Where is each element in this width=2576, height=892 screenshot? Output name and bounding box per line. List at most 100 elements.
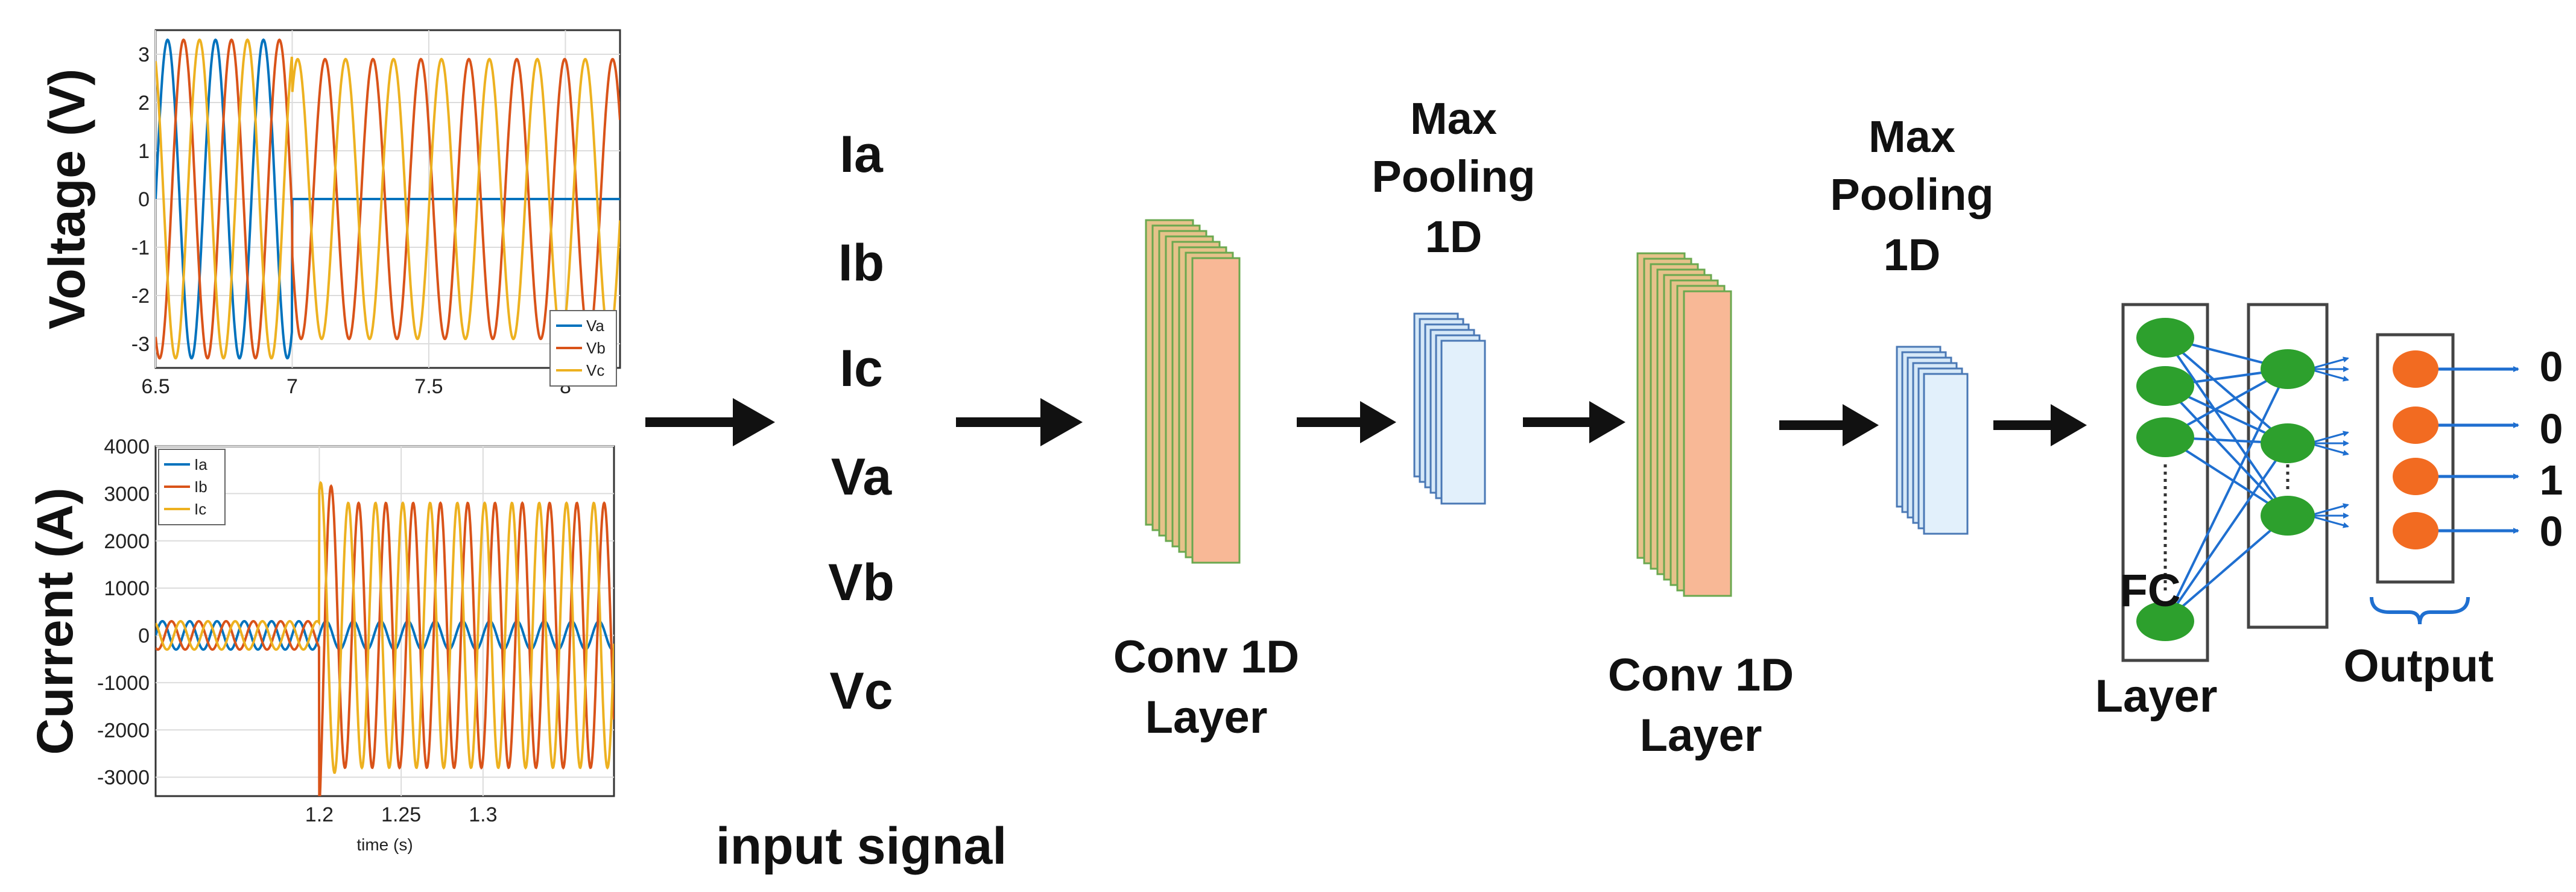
flow-arrows	[645, 398, 2087, 446]
input-label-vb: Vb	[828, 554, 894, 612]
conv2-caption: Conv 1D Layer	[1608, 650, 1794, 761]
output-values: 0 0 1 0	[2540, 343, 2563, 555]
input-label-ic: Ic	[840, 340, 883, 397]
current-xlabel: time (s)	[356, 835, 413, 854]
pool2-caption-line1: Max	[1869, 112, 1955, 162]
conv2-caption-line1: Conv 1D	[1608, 650, 1794, 701]
fc-hidden-node	[2261, 496, 2315, 536]
fc-connections	[2163, 337, 2519, 622]
current-line-ic	[156, 481, 614, 774]
output-caption: Output	[2343, 641, 2493, 692]
fully-connected-network	[2121, 303, 2519, 662]
fc-caption-line2: Layer	[2095, 671, 2218, 722]
y-tick-label: -3	[131, 333, 150, 356]
fc-input-node	[2136, 601, 2194, 641]
conv1-caption-line1: Conv 1D	[1113, 631, 1299, 683]
conv1-caption: Conv 1D Layer	[1113, 631, 1299, 743]
conv2-caption-line2: Layer	[1640, 710, 1762, 761]
y-tick-label: 2	[138, 92, 150, 115]
current-legend: Ia Ib Ic	[158, 449, 226, 525]
fc-hidden-node	[2261, 423, 2315, 463]
fc-link	[2164, 337, 2289, 517]
voltage-series	[156, 38, 620, 360]
x-tick-label: 7.5	[414, 375, 443, 398]
legend-ib: Ib	[194, 478, 207, 496]
fc-caption: FC Layer	[2095, 565, 2218, 722]
arrow-conv1-to-pool1	[1297, 401, 1396, 443]
fc-link	[2164, 514, 2289, 622]
arrow-plots-to-inputs	[645, 398, 775, 446]
y-tick-label: 3	[138, 43, 150, 66]
input-label-ia: Ia	[840, 125, 884, 183]
voltage-line-va	[156, 38, 620, 360]
conv-front-filter	[1191, 257, 1241, 564]
hidden-out-arrow	[2308, 431, 2349, 444]
legend-vb: Vb	[586, 339, 606, 357]
legend-vc: Vc	[586, 361, 604, 379]
output-brace	[2370, 596, 2470, 625]
x-tick-label: 1.2	[305, 803, 334, 826]
conv1d-layer-1	[1145, 219, 1241, 564]
pool-front-map	[1440, 340, 1486, 505]
input-signal-list: Ia Ib Ic Va Vb Vc input signal	[716, 125, 1007, 875]
hidden-out-arrow	[2308, 503, 2349, 517]
fc-input-node	[2136, 318, 2194, 358]
x-tick-label: 1.3	[469, 803, 497, 826]
pool2-caption: Max Pooling 1D	[1830, 112, 1993, 280]
arrow-conv2-to-pool2	[1779, 404, 1879, 446]
conv1-caption-line2: Layer	[1145, 692, 1268, 743]
hidden-out-arrow	[2308, 442, 2349, 456]
fc-link	[2164, 442, 2289, 622]
arrow-pool1-to-conv2	[1523, 401, 1625, 443]
y-tick-label: 3000	[104, 482, 150, 505]
fc-output-node	[2393, 406, 2438, 444]
pool1-caption-line3: 1D	[1425, 212, 1483, 262]
fc-link	[2164, 337, 2289, 444]
fc-nodes	[2136, 318, 2438, 641]
conv1d-layer-2	[1636, 252, 1732, 597]
y-tick-label: 4000	[104, 435, 150, 458]
input-label-vc: Vc	[829, 662, 893, 720]
fc-input-column	[2121, 303, 2209, 662]
voltage-line-vb	[156, 38, 620, 360]
fc-output-node	[2393, 350, 2438, 388]
maxpool1d-layer-1	[1413, 312, 1486, 505]
fc-input-node	[2136, 366, 2194, 406]
x-tick-label: 1.25	[381, 803, 421, 826]
output-value-1: 0	[2540, 343, 2563, 390]
fc-caption-line1: FC	[2119, 565, 2180, 616]
y-tick-label: -2	[131, 285, 150, 308]
y-tick-label: 0	[138, 625, 150, 648]
y-tick-label: -1	[131, 236, 150, 259]
legend-va: Va	[586, 317, 604, 335]
output-value-2: 0	[2540, 405, 2563, 452]
fc-hidden-node	[2261, 349, 2315, 389]
y-tick-label: -2000	[97, 719, 150, 742]
pool2-caption-line2: Pooling	[1830, 169, 1993, 220]
y-tick-label: -1000	[97, 672, 150, 695]
current-line-ia	[156, 620, 614, 651]
arrow-pool2-to-fc	[1993, 404, 2087, 446]
legend-ia: Ia	[194, 455, 207, 473]
arrow-inputs-to-conv1	[956, 398, 1083, 446]
pool1-caption-line1: Max	[1410, 93, 1497, 144]
pool2-caption-line3: 1D	[1884, 230, 1941, 280]
pool-front-map	[1923, 373, 1969, 535]
x-tick-label: 7	[286, 375, 298, 398]
hidden-out-arrow	[2308, 514, 2349, 528]
maxpool1d-layer-2	[1896, 346, 1969, 535]
pool1-caption: Max Pooling 1D	[1372, 93, 1535, 262]
y-tick-label: 1	[138, 140, 150, 163]
conv-front-filter	[1683, 290, 1732, 597]
legend-ic: Ic	[194, 500, 206, 518]
current-ylabel: Current (A)	[27, 487, 83, 754]
output-value-4: 0	[2540, 508, 2563, 555]
input-label-ib: Ib	[838, 234, 884, 292]
pool1-caption-line2: Pooling	[1372, 151, 1535, 201]
hidden-out-arrow	[2308, 356, 2349, 370]
x-tick-label: 6.5	[141, 375, 169, 398]
